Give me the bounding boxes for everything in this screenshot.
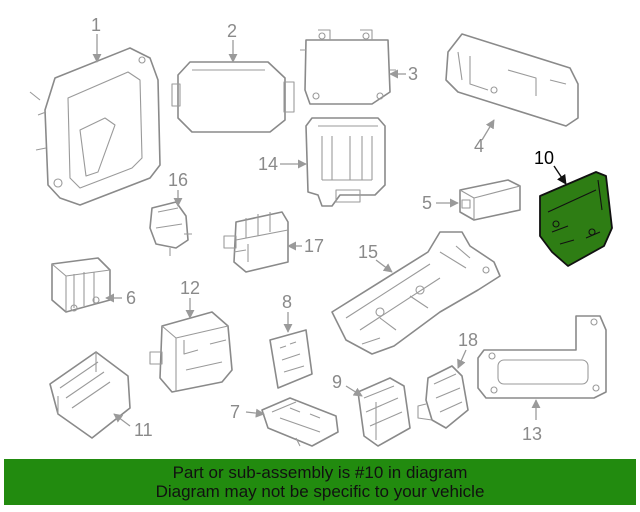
part-14[interactable]: [305, 117, 386, 207]
part-8[interactable]: [269, 329, 313, 389]
callout-6[interactable]: 6: [126, 288, 136, 308]
callout-17[interactable]: 17: [304, 236, 324, 256]
info-banner: Part or sub-assembly is #10 in diagram D…: [4, 459, 636, 505]
part-6[interactable]: [51, 257, 111, 313]
callout-16[interactable]: 16: [168, 170, 188, 190]
part-12[interactable]: [149, 311, 233, 393]
banner-line-1: Part or sub-assembly is #10 in diagram: [172, 463, 468, 482]
part-11[interactable]: [49, 351, 131, 439]
callout-14[interactable]: 14: [258, 154, 278, 174]
callout-5[interactable]: 5: [422, 193, 432, 213]
callout-3[interactable]: 3: [408, 64, 418, 84]
parts-diagram: 1 2 3 4 14 5: [29, 15, 613, 447]
callout-1[interactable]: 1: [91, 15, 101, 35]
part-9[interactable]: [357, 377, 411, 447]
part-7[interactable]: [261, 397, 339, 447]
callout-4[interactable]: 4: [474, 136, 484, 156]
part-3[interactable]: [300, 29, 396, 105]
callout-7[interactable]: 7: [230, 402, 240, 422]
callout-10[interactable]: 10: [534, 148, 554, 168]
banner-line-2: Diagram may not be specific to your vehi…: [155, 482, 485, 501]
part-1[interactable]: [29, 47, 161, 206]
callout-15[interactable]: 15: [358, 242, 378, 262]
part-2[interactable]: [171, 61, 295, 133]
callout-11[interactable]: 11: [134, 420, 153, 440]
part-10-highlighted[interactable]: [539, 171, 613, 267]
callout-13[interactable]: 13: [522, 424, 542, 444]
part-16[interactable]: [149, 201, 192, 256]
part-4[interactable]: [445, 33, 579, 127]
callout-9[interactable]: 9: [332, 372, 342, 392]
callout-8[interactable]: 8: [282, 292, 292, 312]
callout-2[interactable]: 2: [227, 21, 237, 41]
part-5[interactable]: [459, 179, 521, 221]
part-17[interactable]: [223, 211, 289, 273]
part-15[interactable]: [331, 231, 501, 355]
part-18[interactable]: [417, 365, 469, 429]
part-13[interactable]: [477, 315, 607, 399]
callout-12[interactable]: 12: [180, 278, 200, 298]
callout-18[interactable]: 18: [458, 330, 478, 350]
